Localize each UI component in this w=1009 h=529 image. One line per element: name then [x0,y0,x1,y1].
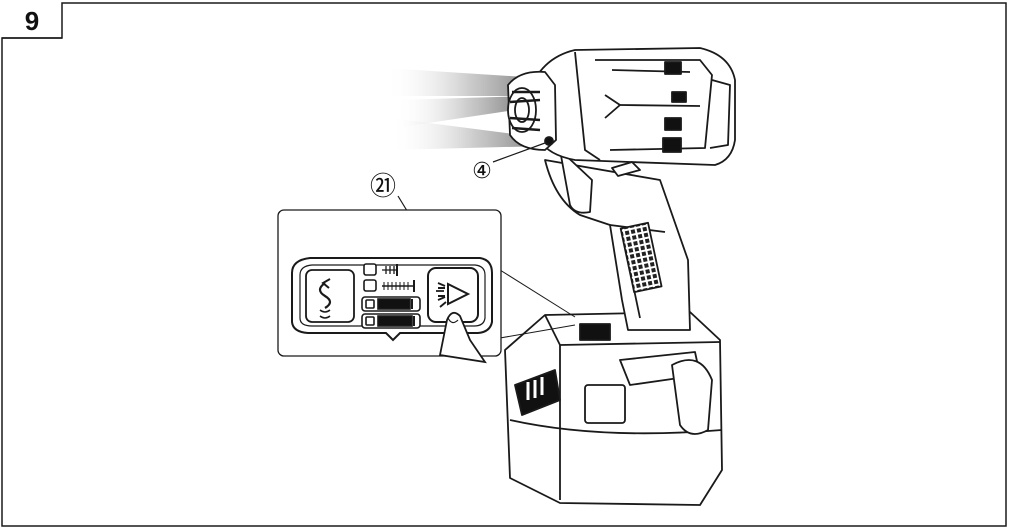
light-icon [436,282,471,308]
control-panel-inset [277,209,502,364]
battery-icon [504,311,723,506]
figure-number: 9 [24,5,40,36]
screw-mode-1-icon [363,263,398,276]
zoom-lines [499,269,576,339]
callout-led-light-label: ④ [472,159,492,184]
light-beams [385,68,545,150]
bolt-mode-1-icon [361,296,421,312]
mode-indicators [361,263,421,329]
finger-icon [438,311,487,364]
bolt-mode-2-icon [361,313,421,329]
screw-mode-2-icon [363,279,415,292]
impact-driver-icon [504,47,736,506]
light-button[interactable] [427,267,479,323]
rotation-mode-button[interactable] [305,269,355,323]
rotation-mode-icon [318,278,332,319]
callout-light-button-label: ㉑ [370,172,396,202]
callout-led-light: ④ [472,142,546,184]
